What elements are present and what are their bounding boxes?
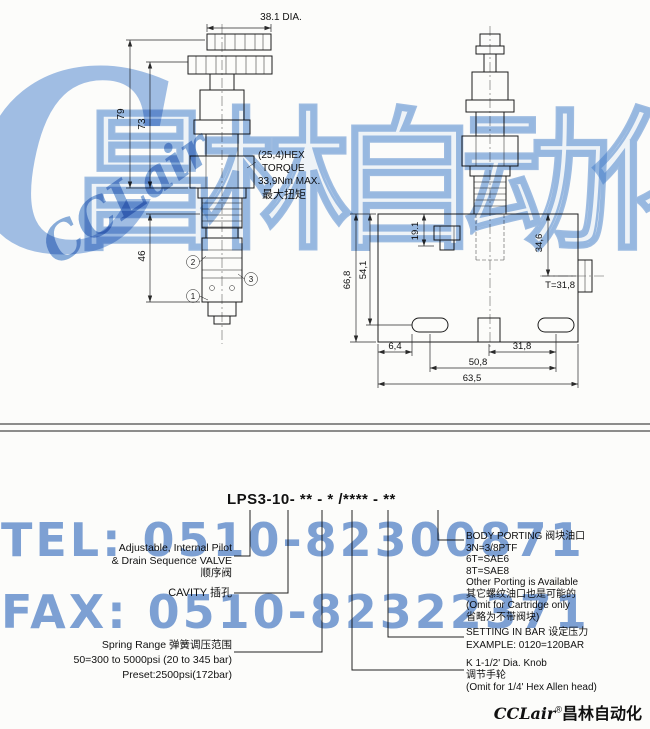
registered-mark: ® <box>555 704 562 715</box>
spring-range-line3: Preset:2500psi(172bar) <box>122 669 232 681</box>
body-porting-line7: (Omit for Cartridge only <box>466 600 570 611</box>
body-porting-line5: Other Porting is Available <box>466 577 579 588</box>
body-porting-line1: BODY PORTING 阀块油口 <box>466 531 586 542</box>
port-number: 2 <box>191 258 196 267</box>
footer-brand-cn: 昌林自动化 <box>561 706 642 723</box>
port-callout-1: 1 <box>186 289 209 303</box>
hex-note-1: (25,4)HEX <box>258 150 305 161</box>
port-number: 3 <box>249 275 254 284</box>
footer-brand-latin: CCLair <box>493 704 556 723</box>
dim-63-5: 63,5 <box>463 373 482 384</box>
port-number: 1 <box>191 292 196 301</box>
setting-line2: EXAMPLE: 0120=120BAR <box>466 640 585 651</box>
dim-54-1: 54,1 <box>358 261 369 280</box>
hex-note-4: 最大扭矩 <box>262 187 306 201</box>
body-porting-line2: 3N=3/8PTF <box>466 542 518 554</box>
knurl-hatch-1 <box>214 34 264 50</box>
valve-description-line1: Adjustable, Internal Pilot <box>118 542 232 554</box>
knob-line3: (Omit for 1/4' Hex Allen head) <box>466 682 597 693</box>
dim-46: 46 <box>137 250 148 262</box>
dim-19-1: 19.1 <box>410 222 421 241</box>
body-porting-line8: 省略为不带阀块) <box>466 611 540 623</box>
valve-description-line2: & Drain Sequence VALVE <box>111 554 232 567</box>
dim-79: 79 <box>116 108 127 120</box>
knurl-hatch-2 <box>195 56 265 74</box>
setting-line1: SETTING IN BAR 设定压力 <box>466 627 589 638</box>
section-divider <box>0 423 650 432</box>
thread-hatch-2 <box>474 181 506 207</box>
valve-description-label: Adjustable, Internal Pilot & Drain Seque… <box>0 542 232 580</box>
valve-with-body-view: 19.1 34,6 T=31,8 66,8 54,1 6,4 <box>342 26 604 388</box>
dim-34-6: 34,6 <box>534 234 545 253</box>
spring-range-label: Spring Range 弹簧调压范围 50=300 to 5000psi (2… <box>0 638 233 683</box>
body-porting-label: BODY PORTING 阀块油口 3N=3/8PTF 6T=SAE6 8T=S… <box>466 531 650 623</box>
dim-50-8: 50,8 <box>469 357 488 368</box>
dim-6-4: 6,4 <box>388 341 401 352</box>
dim-73: 73 <box>137 118 148 130</box>
thread-size-label: T=31,8 <box>545 280 575 291</box>
body-porting-line6: 其它螺纹油口也是可能的 <box>466 588 576 600</box>
dim-66-8: 66,8 <box>342 271 353 290</box>
dim-dia-label: 38.1 DIA. <box>260 12 302 23</box>
body-porting-line4: 8T=SAE8 <box>466 565 510 577</box>
knob-line2: 调节手轮 <box>466 670 506 681</box>
ordering-connectors <box>234 510 464 671</box>
knob-line1: K 1-1/2' Dia. Knob <box>466 658 547 669</box>
footer-brand: CCLair®昌林自动化 <box>494 700 642 724</box>
setting-label: SETTING IN BAR 设定压力 EXAMPLE: 0120=120BAR <box>466 626 650 652</box>
hex-note-2: TORQUE <box>262 163 305 174</box>
valve-description-line3: 顺序阀 <box>200 567 233 579</box>
knob-label: K 1-1/2' Dia. Knob 调节手轮 (Omit for 1/4' H… <box>466 658 650 694</box>
port-callout-3: 3 <box>237 272 258 286</box>
model-code: LPS3-10- ** - * /**** - ** <box>227 491 396 508</box>
body-porting-line3: 6T=SAE6 <box>466 554 510 565</box>
hex-note-3: 33,9Nm MAX. <box>258 176 320 187</box>
thread-hatch <box>202 202 242 228</box>
cavity-label: CAVITY 插孔 <box>168 587 232 599</box>
port-callout-2: 2 <box>186 255 207 269</box>
spring-range-line1: Spring Range 弹簧调压范围 <box>101 639 232 651</box>
dim-31-8: 31,8 <box>513 341 532 352</box>
spring-range-line2: 50=300 to 5000psi (20 to 345 bar) <box>73 654 233 666</box>
cartridge-valve-view: 2 1 3 38.1 DIA. 79 73 <box>116 12 320 344</box>
